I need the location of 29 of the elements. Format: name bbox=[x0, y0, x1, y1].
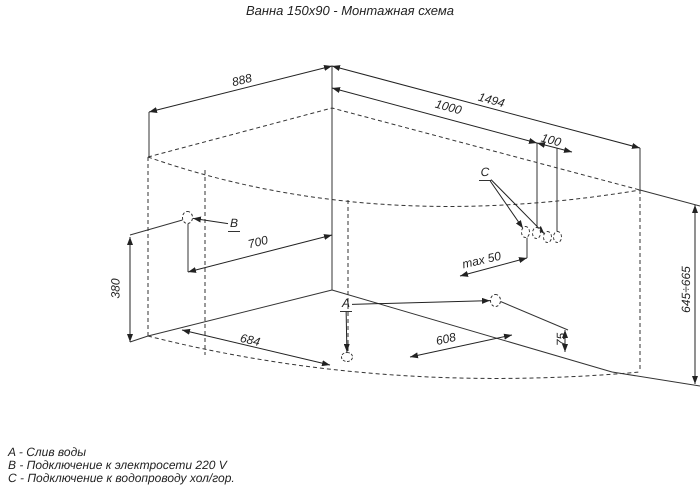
dimension-value: 645÷665 bbox=[680, 266, 693, 313]
dimension-value: 1000 bbox=[434, 98, 463, 118]
leader-line bbox=[352, 298, 490, 305]
connection-hole bbox=[543, 231, 552, 243]
dimension-value: 684 bbox=[238, 332, 262, 350]
connection-hole bbox=[490, 294, 501, 307]
dimension-value: max 50 bbox=[461, 250, 502, 272]
leader-line bbox=[344, 312, 350, 352]
dimension-value: 888 bbox=[230, 72, 254, 90]
title: Ванна 150x90 - Монтажная схема bbox=[244, 4, 456, 17]
leader-line bbox=[490, 180, 524, 229]
callout-letter: B bbox=[228, 217, 240, 232]
dimension-value: 700 bbox=[246, 234, 270, 252]
dimension-value: 100 bbox=[540, 132, 562, 150]
dimension-value: 608 bbox=[434, 330, 458, 348]
leader-line bbox=[490, 179, 545, 234]
legend-note: C - Подключение к водопроводу хол/гор. bbox=[8, 472, 235, 485]
connection-hole bbox=[341, 352, 353, 362]
legend-note: B - Подключение к электросети 220 V bbox=[8, 459, 227, 472]
legend-note: A - Слив воды bbox=[8, 446, 86, 459]
dimension-value: 1494 bbox=[476, 90, 506, 110]
dimension-value: 380 bbox=[110, 278, 123, 299]
callout-letter: C bbox=[479, 166, 491, 181]
callout-letter: A bbox=[340, 297, 352, 312]
connection-hole bbox=[532, 227, 541, 239]
connection-hole bbox=[553, 231, 562, 243]
connection-hole bbox=[521, 226, 530, 238]
connection-hole bbox=[182, 211, 193, 224]
leader-line bbox=[192, 216, 228, 224]
